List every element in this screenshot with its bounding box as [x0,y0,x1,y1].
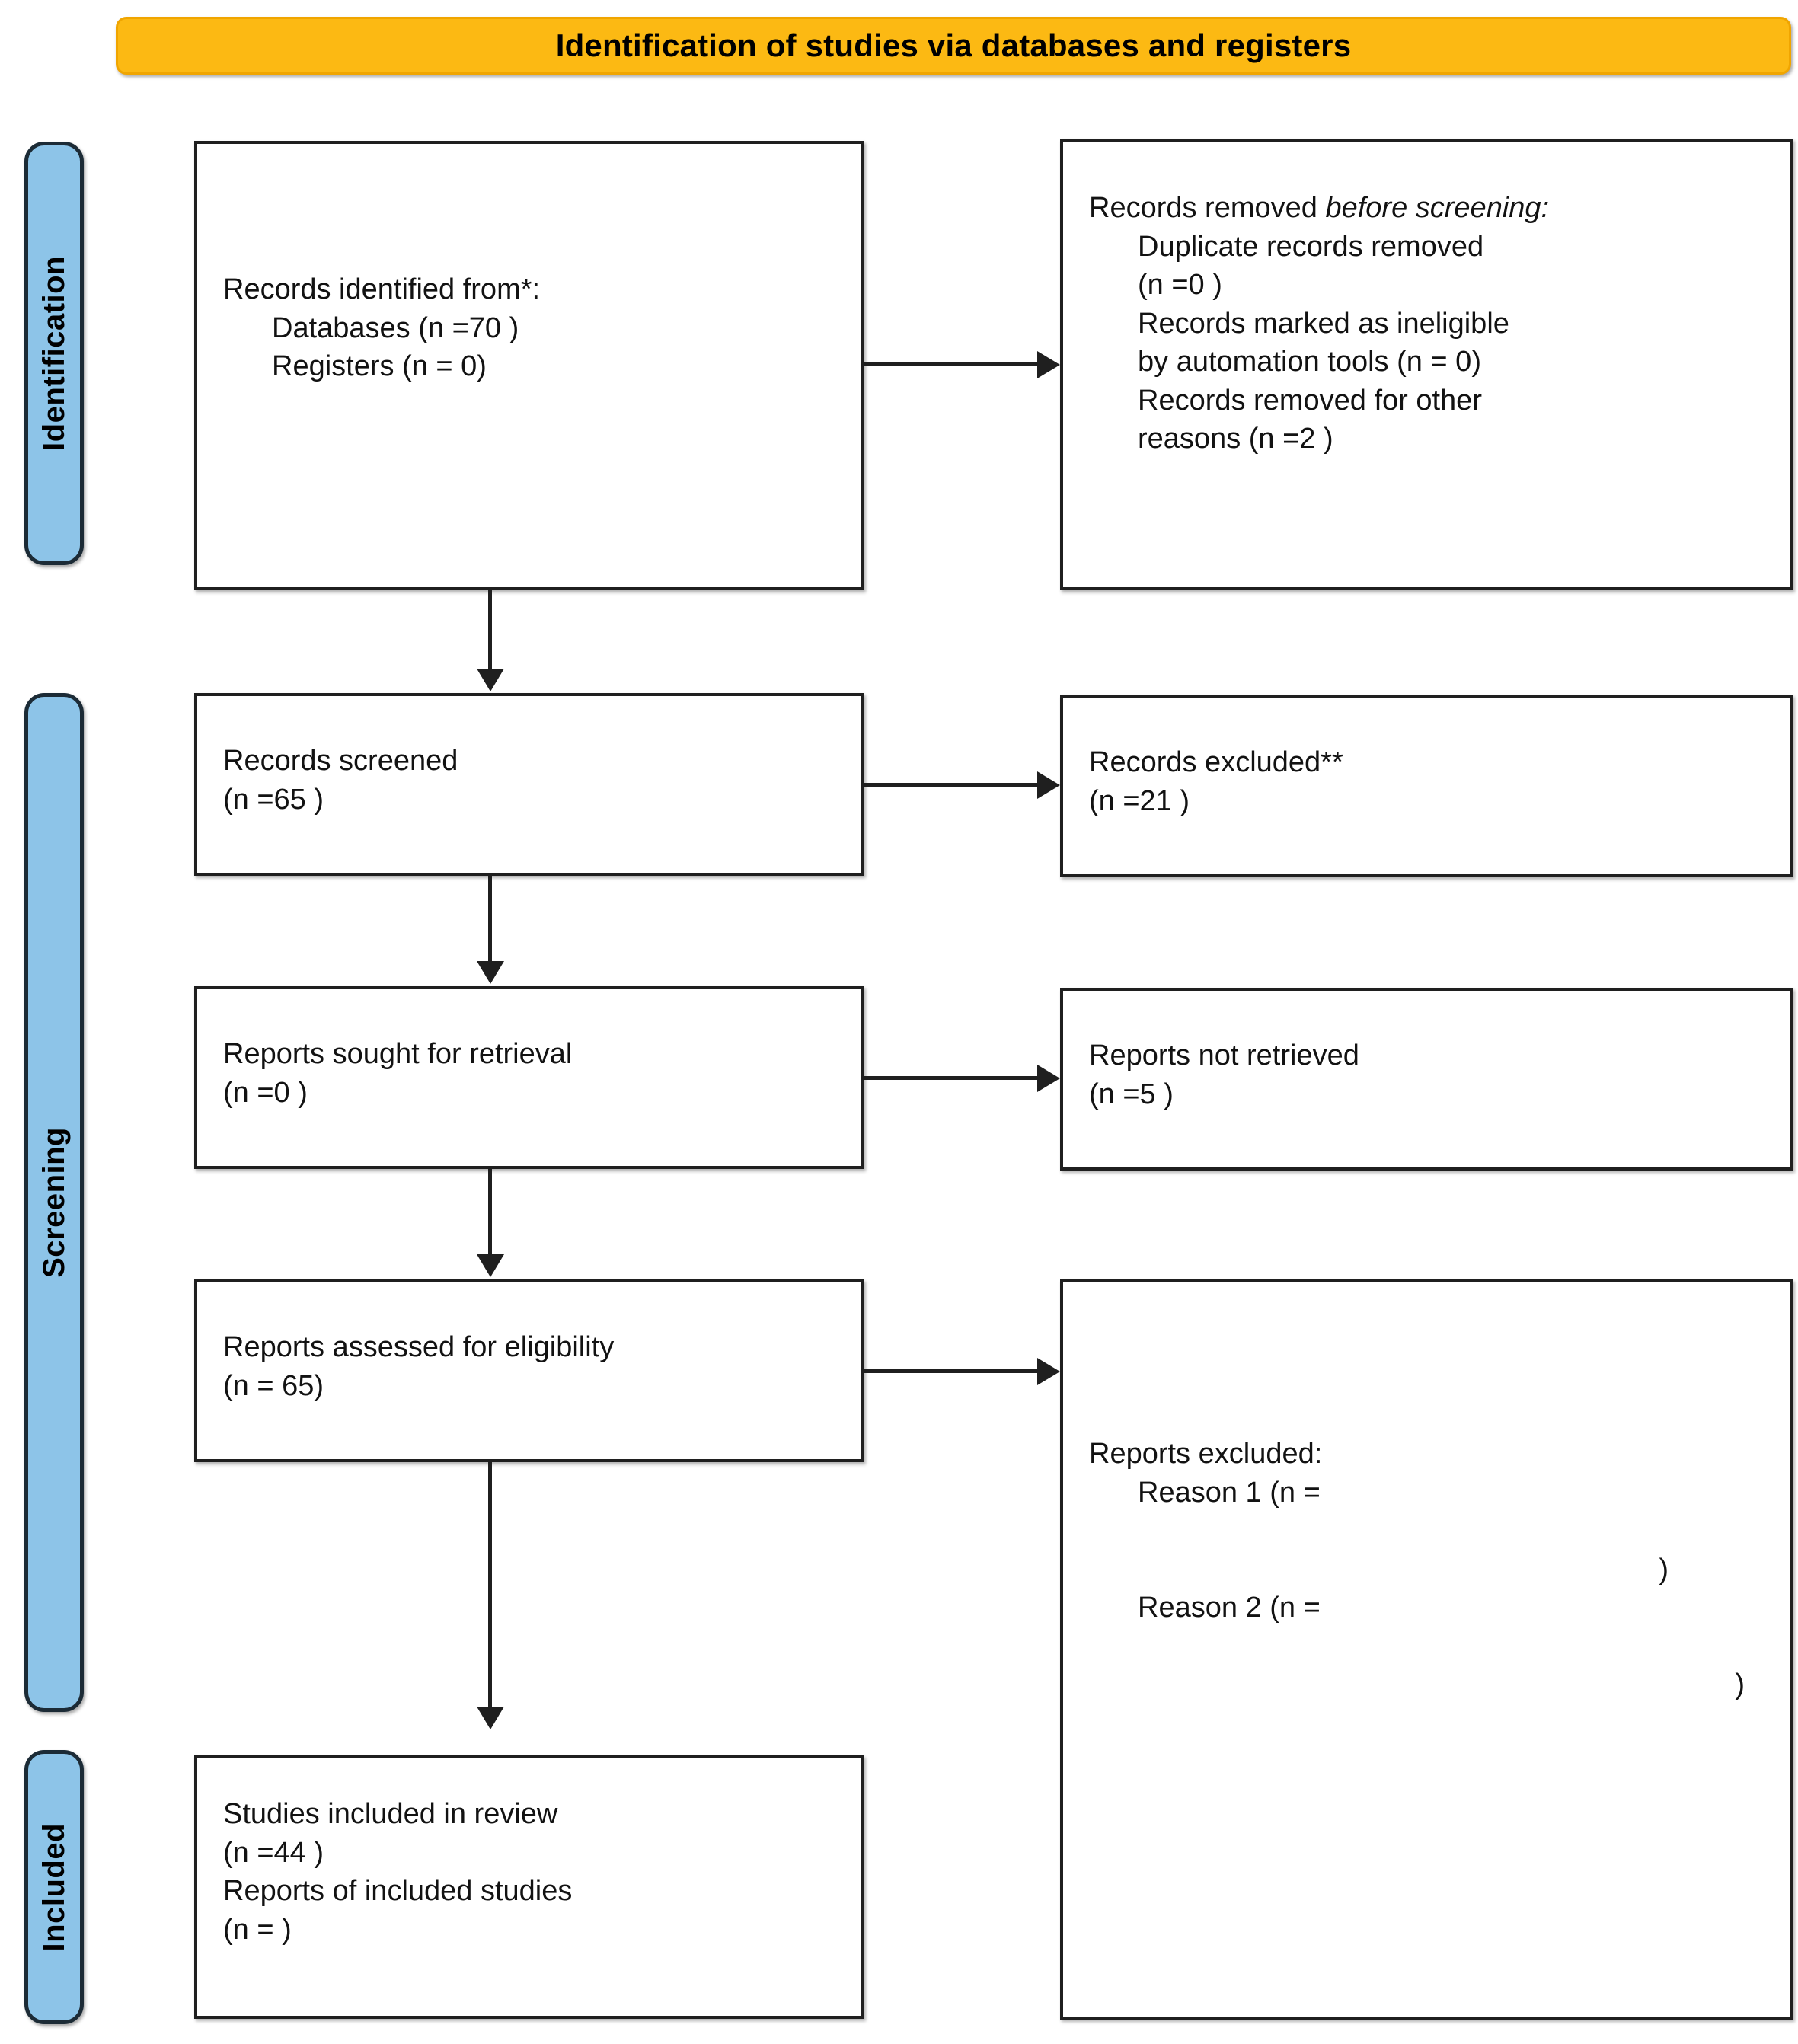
box-reports-assessed-content: Reports assessed for eligibility (n = 65… [223,1328,846,1405]
connector-assessed-to-reports-excluded-line [864,1369,1037,1373]
records-removed-other-count: reasons (n =2 ) [1138,423,1333,455]
connector-sought-to-not-retrieved-line [864,1076,1037,1080]
records-excluded-title: Records excluded** [1089,746,1343,778]
records-screened-count: (n =65 ) [223,783,324,816]
box-reports-excluded-content: Reports excluded: Reason 1 (n = ) Reason… [1089,1435,1775,1704]
reports-sought-count: (n =0 ) [223,1076,308,1109]
phase-rail-identification: Identification [24,142,84,565]
connector-identified-to-screened-arrow [477,669,504,691]
connector-sought-to-assessed-line [488,1169,492,1255]
records-removed-other: Records removed for other [1138,384,1482,417]
box-studies-included-in-review: Studies included in review (n =44 ) Repo… [194,1755,864,2019]
records-removed-title-italic: before screening: [1325,192,1550,224]
records-excluded-count: (n =21 ) [1089,784,1190,817]
connector-identified-to-removed-arrow [1037,351,1060,378]
records-identified-title: Records identified from*: [223,273,541,305]
records-identified-registers: Registers (n = 0) [272,350,487,383]
records-removed-title: Records removed before screening: [1089,189,1775,228]
phase-rail-included-label: Included [37,1822,71,1952]
reports-not-retrieved-title: Reports not retrieved [1089,1040,1359,1072]
reports-excluded-title: Reports excluded: [1089,1438,1323,1470]
reports-excluded-reason-2-close: ) [1735,1669,1745,1701]
reports-sought-title: Reports sought for retrieval [223,1038,573,1070]
connector-assessed-to-reports-excluded-arrow [1037,1358,1060,1385]
connector-assessed-to-included-line [488,1462,492,1707]
records-removed-ineligible-count: by automation tools (n = 0) [1138,346,1481,378]
connector-screened-to-excluded-line [864,783,1037,787]
records-screened-title: Records screened [223,745,458,777]
reports-not-retrieved-count: (n =5 ) [1089,1078,1174,1110]
reports-excluded-reason-1-close: ) [1659,1553,1669,1586]
box-records-removed-before-screening: Records removed before screening: Duplic… [1060,139,1793,590]
reports-excluded-gap-2 [1089,1627,1775,1666]
box-records-screened-content: Records screened (n =65 ) [223,742,846,819]
box-reports-sought-content: Reports sought for retrieval (n =0 ) [223,1035,846,1112]
records-removed-ineligible: Records marked as ineligible [1138,307,1509,340]
connector-sought-to-assessed-arrow [477,1254,504,1277]
box-records-excluded-content: Records excluded** (n =21 ) [1089,743,1775,820]
diagram-title: Identification of studies via databases … [555,27,1352,63]
connector-assessed-to-included-arrow [477,1707,504,1729]
box-records-identified-content: Records identified from*: Databases (n =… [223,270,846,386]
box-records-identified: Records identified from*: Databases (n =… [194,141,864,590]
phase-rail-identification-label: Identification [37,256,71,451]
studies-included-count: (n =44 ) [223,1836,324,1869]
records-removed-duplicate: Duplicate records removed [1138,230,1484,263]
box-reports-not-retrieved-content: Reports not retrieved (n =5 ) [1089,1036,1775,1113]
reports-assessed-count: (n = 65) [223,1369,324,1402]
box-records-removed-content: Records removed before screening: Duplic… [1089,189,1775,458]
reports-of-included-studies-title: Reports of included studies [223,1875,573,1908]
reports-excluded-reason-2: Reason 2 (n = [1138,1592,1321,1624]
reports-assessed-title: Reports assessed for eligibility [223,1331,615,1363]
reports-excluded-reason-1: Reason 1 (n = [1138,1476,1321,1509]
records-removed-title-lead: Records removed [1089,192,1326,224]
connector-identified-to-screened-line [488,590,492,670]
phase-rail-screening-label: Screening [37,1127,71,1278]
box-reports-assessed-for-eligibility: Reports assessed for eligibility (n = 65… [194,1279,864,1462]
connector-sought-to-not-retrieved-arrow [1037,1065,1060,1092]
box-reports-sought-for-retrieval: Reports sought for retrieval (n =0 ) [194,986,864,1169]
records-removed-duplicate-count: (n =0 ) [1138,269,1222,302]
connector-screened-to-sought-arrow [477,961,504,984]
diagram-header-banner: Identification of studies via databases … [116,17,1791,75]
box-reports-excluded-reasons: Reports excluded: Reason 1 (n = ) Reason… [1060,1279,1793,2020]
connector-screened-to-sought-line [488,876,492,962]
connector-identified-to-removed-line [864,362,1037,366]
records-identified-databases: Databases (n =70 ) [272,311,519,344]
studies-included-title: Studies included in review [223,1798,558,1830]
reports-excluded-gap-1 [1089,1512,1775,1551]
connector-screened-to-excluded-arrow [1037,771,1060,799]
reports-of-included-studies-count: (n = ) [223,1913,292,1946]
phase-rail-included: Included [24,1750,84,2024]
box-reports-not-retrieved: Reports not retrieved (n =5 ) [1060,988,1793,1171]
box-records-screened: Records screened (n =65 ) [194,693,864,876]
phase-rail-screening: Screening [24,693,84,1712]
box-studies-included-content: Studies included in review (n =44 ) Repo… [223,1795,846,1949]
box-records-excluded: Records excluded** (n =21 ) [1060,695,1793,877]
